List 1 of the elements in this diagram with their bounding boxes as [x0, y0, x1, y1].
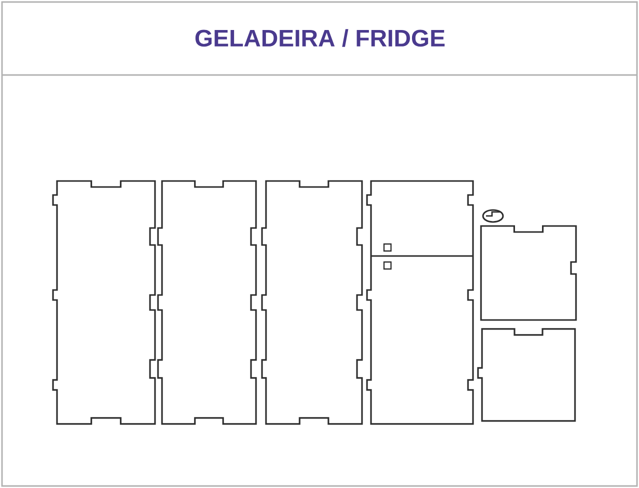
title: GELADEIRA / FRIDGE — [195, 29, 445, 47]
